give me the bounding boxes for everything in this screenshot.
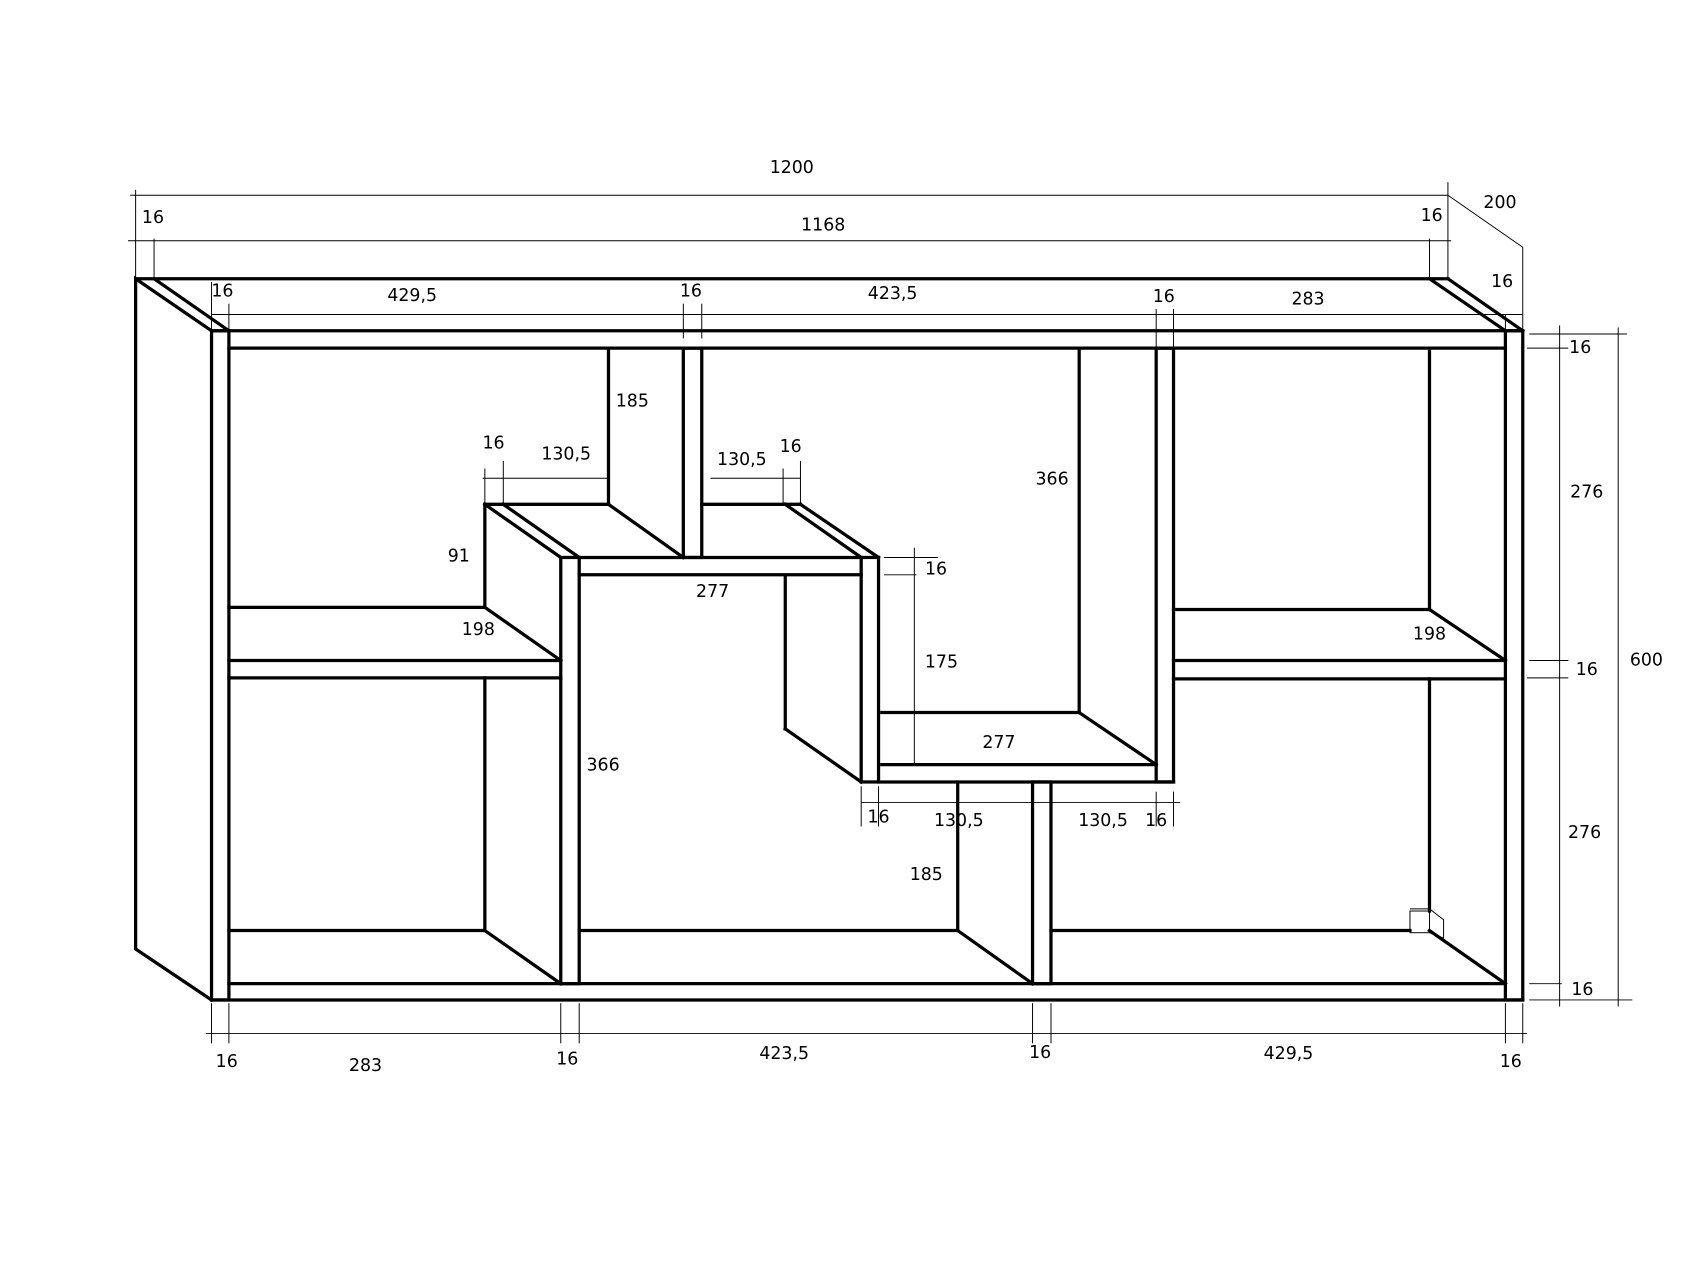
dim-label: 16 [1145, 811, 1167, 831]
dim-label: 366 [587, 756, 620, 776]
dim-label: 423,5 [759, 1044, 809, 1064]
dim-label: 130,5 [934, 811, 984, 831]
dim-label: 1168 [801, 216, 845, 236]
dim-label: 283 [1291, 289, 1324, 309]
dim-label: 283 [349, 1056, 382, 1076]
shelf-inner-panels [227, 346, 1508, 986]
dim-label: 16 [680, 282, 702, 302]
dim-label: 91 [448, 546, 470, 566]
dim-label: 429,5 [1264, 1044, 1314, 1064]
dim-label: 16 [867, 808, 889, 828]
dim-label: 16 [1569, 338, 1591, 358]
dim-label: 16 [1029, 1043, 1051, 1063]
dim-label: 185 [616, 391, 649, 411]
dim-label: 16 [211, 282, 233, 302]
dim-label: 16 [216, 1052, 238, 1072]
dim-label: 277 [982, 733, 1015, 753]
dimension-lines [128, 182, 1633, 1044]
dim-label: 1200 [770, 158, 814, 178]
dimension-labels: 1200 200 16 1168 16 16 429,5 16 423,5 16… [142, 158, 1663, 1076]
dim-label: 198 [1413, 624, 1446, 644]
dim-label: 16 [1491, 272, 1513, 292]
dim-label: 16 [142, 208, 164, 228]
dim-label: 16 [1153, 287, 1175, 307]
dim-label: 16 [482, 434, 504, 454]
dim-label: 16 [925, 559, 947, 579]
dim-label: 198 [462, 620, 495, 640]
dim-label: 16 [556, 1050, 578, 1070]
dim-label: 16 [1571, 980, 1593, 1000]
dim-label: 423,5 [868, 284, 918, 304]
dim-label: 130,5 [1078, 811, 1128, 831]
dim-label: 130,5 [541, 444, 591, 464]
dim-label: 366 [1036, 469, 1069, 489]
dim-label: 277 [696, 582, 729, 602]
dim-label: 16 [780, 437, 802, 457]
dim-label: 200 [1483, 193, 1516, 213]
dim-label: 276 [1570, 482, 1603, 502]
bracket-icon [1409, 908, 1445, 939]
dim-label: 429,5 [387, 286, 437, 306]
dim-label: 16 [1576, 660, 1598, 680]
dim-label: 600 [1630, 650, 1663, 670]
dim-label: 16 [1500, 1052, 1522, 1072]
dim-label: 276 [1568, 823, 1601, 843]
dim-label: 185 [910, 865, 943, 885]
shelf-outline [133, 275, 1526, 1003]
dim-label: 175 [925, 653, 958, 673]
dim-label: 130,5 [717, 450, 767, 470]
dim-label: 16 [1421, 206, 1443, 226]
